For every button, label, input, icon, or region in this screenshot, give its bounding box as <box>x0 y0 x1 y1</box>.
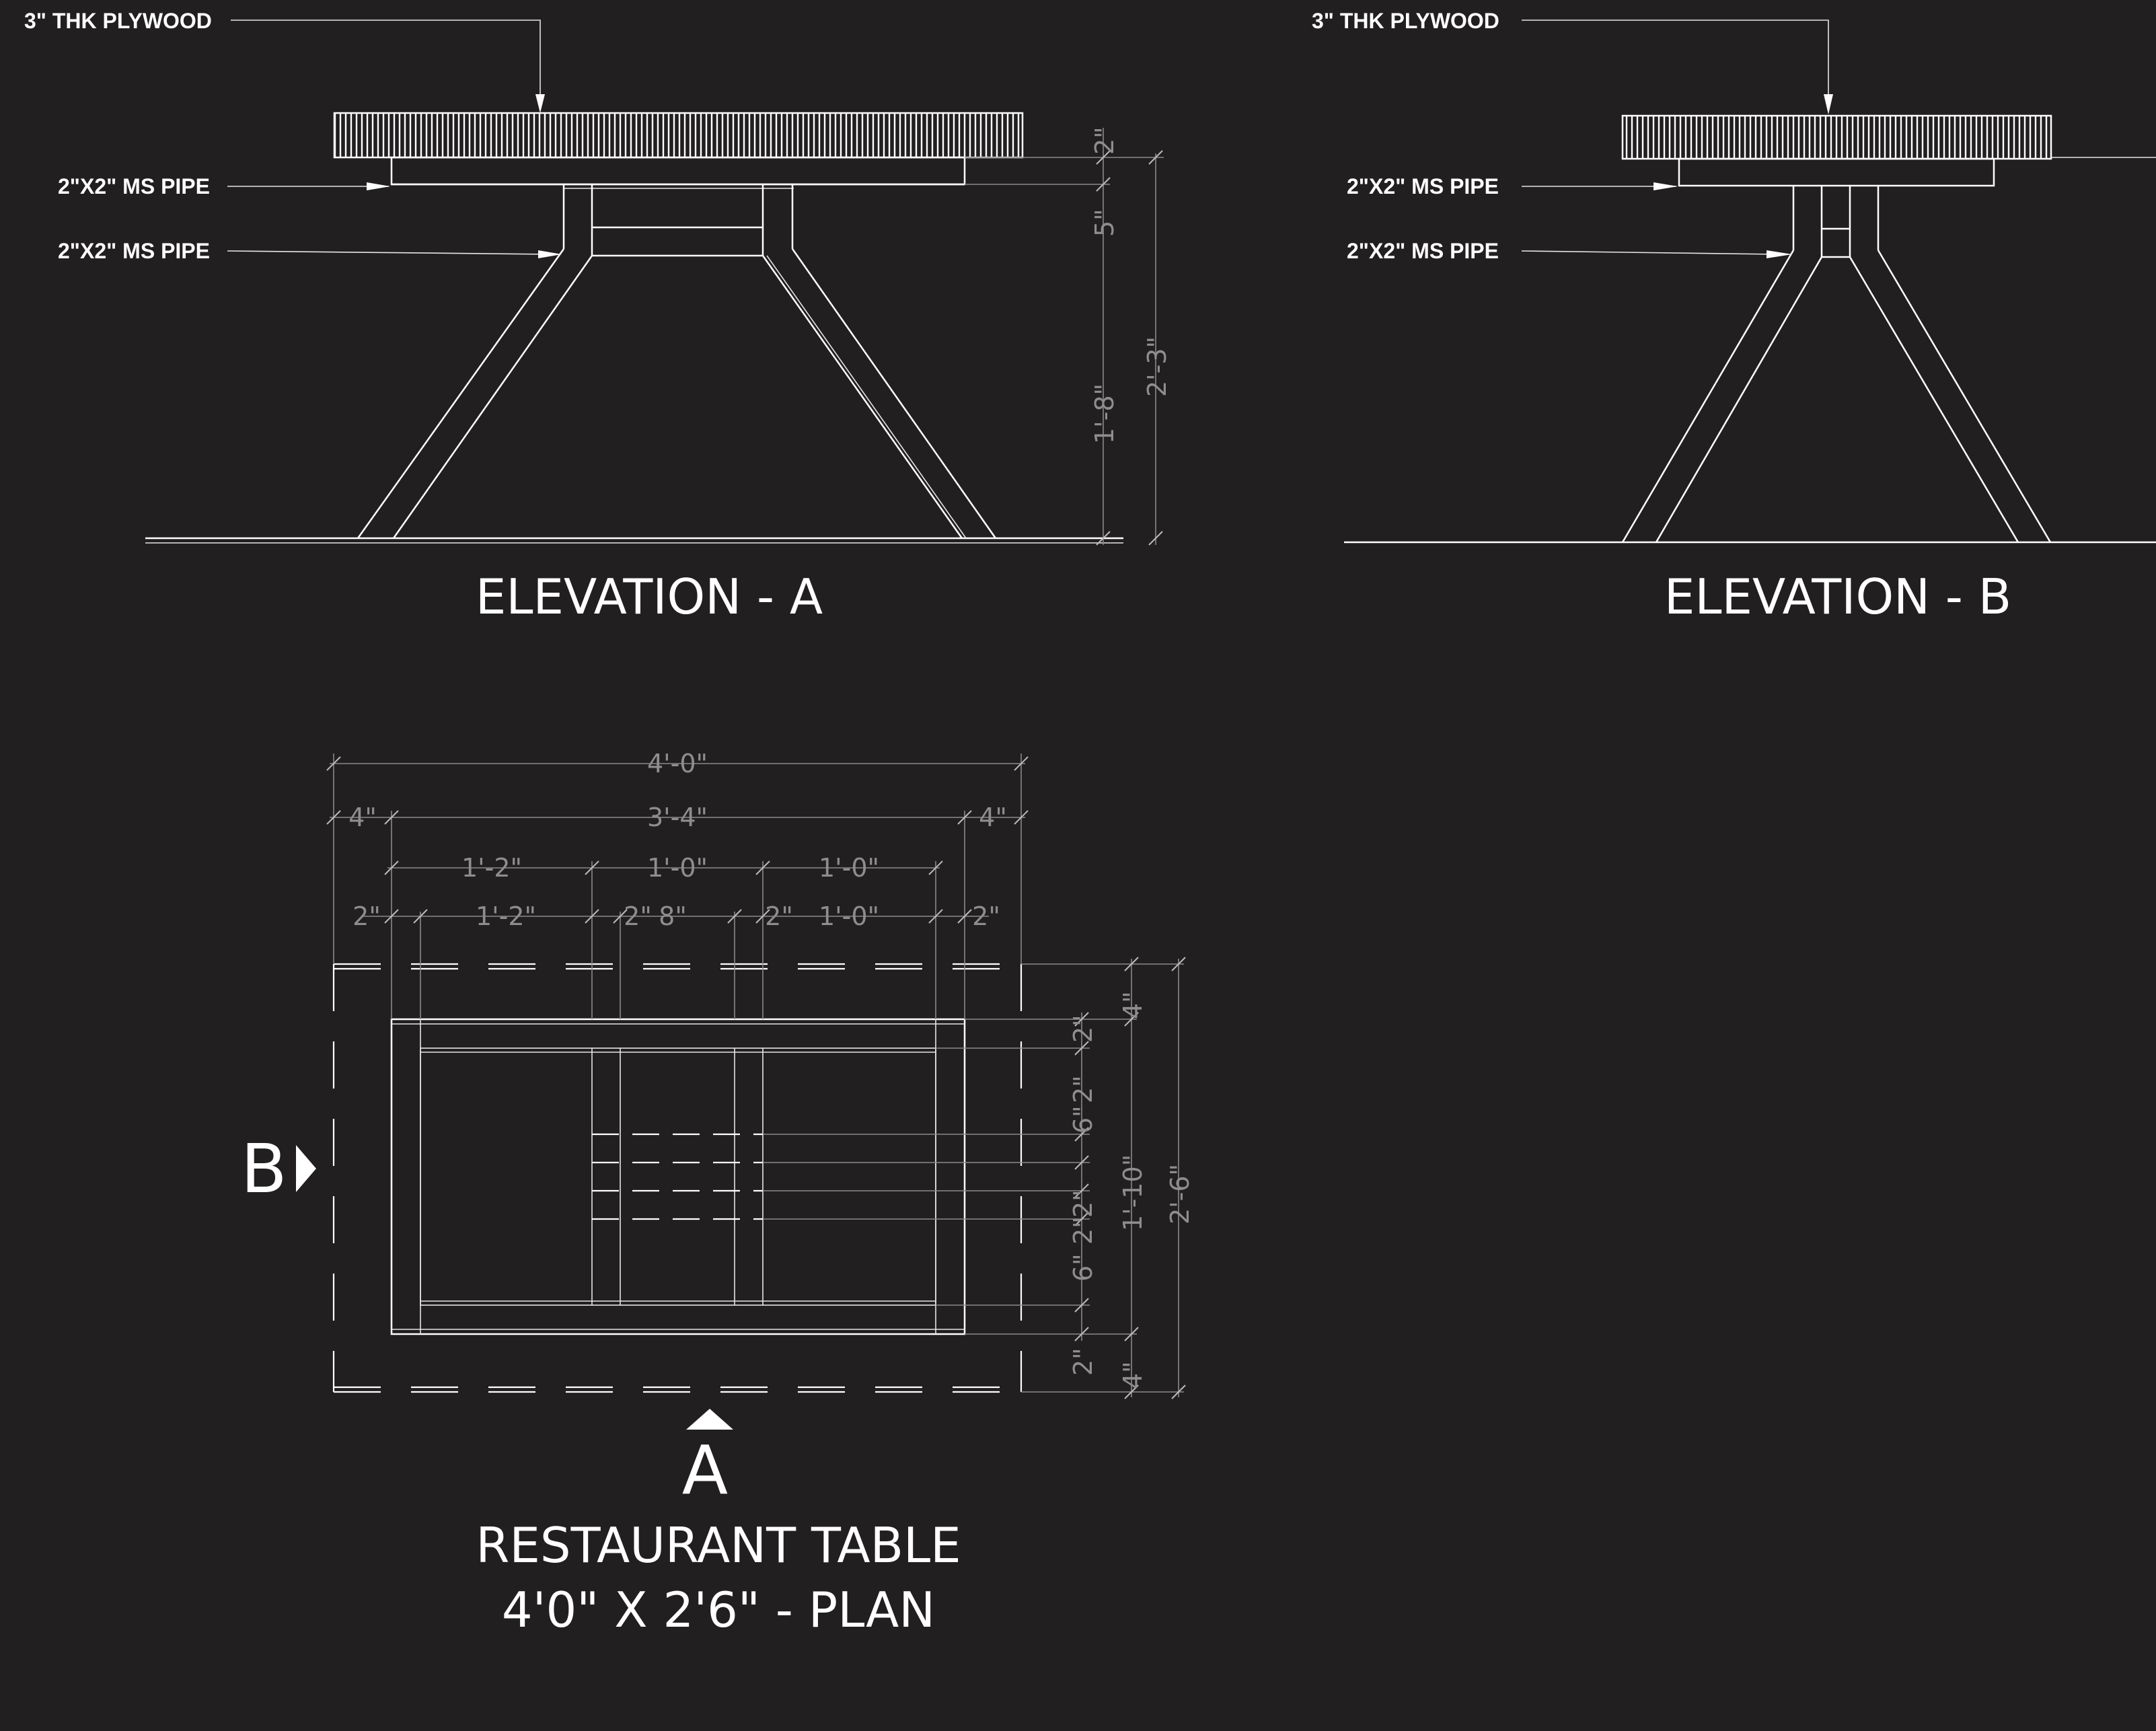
callout-plywood: 3" THK PLYWOOD <box>24 9 212 33</box>
dim-row4-f: 1'-0" <box>819 901 879 931</box>
dim-tick <box>1096 177 1111 192</box>
arrow-plywood <box>1824 94 1833 114</box>
apron-frame <box>390 156 966 186</box>
elevation-b-title: ELEVATION - B <box>1664 568 2011 625</box>
dim-top-thickness: 2" <box>1090 126 1119 155</box>
callout-ms-pipe-2: 2"X2" MS PIPE <box>58 239 210 263</box>
dim-tick <box>1096 150 1111 165</box>
dim-row4-e: 2" <box>765 901 793 931</box>
dim-leg: 1'-8" <box>1090 383 1119 444</box>
dim-detail-3: 6" <box>1068 1105 1098 1134</box>
dim-ticks-right <box>1074 957 1186 1399</box>
leader-pipe-2 <box>1521 250 1777 255</box>
arrow-plywood <box>535 94 545 113</box>
leader-plywood <box>231 20 541 101</box>
dim-apron: 5" <box>1090 209 1119 237</box>
dim-extensions-right <box>763 963 1184 1393</box>
elevation-a-title: ELEVATION - A <box>476 568 823 625</box>
leg-right-edge <box>766 255 967 539</box>
leader-plywood <box>1522 20 1829 101</box>
dim-row4-d: 8" <box>659 901 687 931</box>
dim-row3-c: 1'-0" <box>819 853 879 883</box>
leg-left <box>1621 250 1823 543</box>
dim-inner-width: 1'-10" <box>1118 1154 1148 1231</box>
callout-plywood: 3" THK PLYWOOD <box>1312 9 1499 33</box>
dim-total-height: 2'-3" <box>1142 336 1172 397</box>
dim-extensions-top <box>333 753 1022 1019</box>
dim-ticks-top <box>326 756 1029 924</box>
dim-tick <box>1148 531 1163 546</box>
dim-tick <box>1148 150 1163 165</box>
dim-detail-1: 2" <box>1068 1015 1098 1043</box>
dim-detail-4: 2" <box>1068 1189 1098 1218</box>
arrow-pipe-1 <box>367 182 390 190</box>
section-b-marker: B <box>241 1130 287 1208</box>
dim-detail-6: 6" <box>1068 1253 1098 1282</box>
arrow-pipe-2 <box>538 250 562 258</box>
plan-title-line1: RESTAURANT TABLE <box>476 1517 961 1574</box>
dim-detail-7: 2" <box>1068 1348 1098 1376</box>
section-a-marker: A <box>682 1431 728 1510</box>
leg-right <box>1849 250 2052 543</box>
dim-row4-b: 1'-2" <box>476 901 536 931</box>
dim-row3-b: 1'-0" <box>647 853 708 883</box>
leg-left <box>357 248 593 539</box>
plan-view: 4'-0" 4" 3'-4" 4" 1'-2" 1'-0" 1'-0" 2" 1… <box>241 749 1195 1638</box>
dim-row4-a: 2" <box>352 901 381 931</box>
leader-pipe-2 <box>227 250 552 255</box>
callout-ms-pipe-1: 2"X2" MS PIPE <box>1347 174 1499 198</box>
plan-frame-outer <box>390 1018 966 1335</box>
section-b-arrow-icon <box>296 1145 316 1192</box>
dim-overall-width: 2'-6" <box>1165 1164 1195 1224</box>
arrow-pipe-1 <box>1653 182 1678 190</box>
plan-frame-inner <box>420 1047 936 1306</box>
dim-overall-length: 4'-0" <box>647 749 708 778</box>
dim-row4-c: 2" <box>624 901 652 931</box>
dim-top-overhang: 4" <box>1118 991 1148 1019</box>
dim-inner-length: 3'-4" <box>647 803 708 832</box>
arrow-pipe-2 <box>1767 250 1792 258</box>
dim-left-overhang: 4" <box>348 803 377 832</box>
dim-bottom-overhang: 4" <box>1118 1361 1148 1389</box>
elevation-b: 3" THK PLYWOOD 2"X2" MS PIPE 2"X2" MS PI… <box>1312 9 2156 625</box>
plywood-top <box>333 112 1024 159</box>
dim-detail-5: 2" <box>1068 1216 1098 1245</box>
dim-detail-2: 2" <box>1068 1075 1098 1103</box>
plywood-top <box>1621 114 2052 160</box>
callout-ms-pipe-2: 2"X2" MS PIPE <box>1347 239 1499 263</box>
callout-ms-pipe-1: 2"X2" MS PIPE <box>58 174 210 198</box>
dim-right-overhang: 4" <box>979 803 1007 832</box>
leg-right <box>761 248 997 539</box>
section-a-arrow-icon <box>686 1409 733 1430</box>
plan-title-line2: 4'0" X 2'6" - PLAN <box>502 1582 935 1638</box>
apron-frame <box>1678 157 1995 187</box>
dim-row3-a: 1'-2" <box>461 853 522 883</box>
elevation-a: 3" THK PLYWOOD 2"X2" MS PIPE 2"X2" MS PI… <box>24 9 1172 625</box>
dim-tick <box>1096 531 1111 546</box>
dim-row4-g: 2" <box>972 901 1000 931</box>
